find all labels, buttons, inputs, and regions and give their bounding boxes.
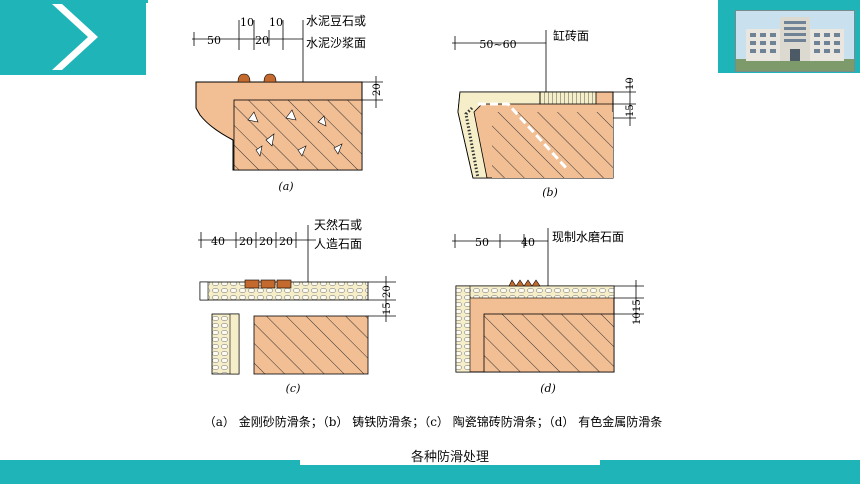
anti-slip-diagram: 50 10 20 10 水泥豆石或 水泥沙浆面 — [148, 0, 718, 460]
c-note-line1: 天然石或 — [314, 217, 362, 232]
c-dim-20-3: 20 — [279, 235, 293, 248]
c-note-line2: 人造石面 — [314, 237, 362, 251]
b-height-15: 15 — [625, 104, 636, 117]
a-dim-50: 50 — [207, 34, 221, 47]
c-height-15: 15 — [382, 302, 393, 315]
left-arrow-decoration — [0, 0, 146, 75]
panel-d: 50 40 现制水磨石面 15 10 (d) — [452, 228, 644, 395]
d-note: 现制水磨石面 — [552, 230, 624, 244]
slide-caption: 各种防滑处理 — [300, 446, 600, 465]
panel-a: 50 10 20 10 水泥豆石或 水泥沙浆面 — [192, 14, 383, 193]
a-note-line1: 水泥豆石或 — [306, 14, 366, 28]
c-height-20: 20 — [382, 285, 393, 298]
a-note-line2: 水泥沙浆面 — [306, 35, 366, 50]
b-panel-label: (b) — [542, 186, 558, 199]
b-dim-50-60: 50~60 — [479, 38, 516, 51]
c-panel-label: (c) — [286, 382, 301, 395]
d-dim-50: 50 — [475, 236, 489, 249]
c-dim-20-1: 20 — [239, 235, 253, 248]
a-panel-label: (a) — [278, 180, 293, 193]
diagram-legend: （a） 金刚砂防滑条；（b） 铸铁防滑条；（c） 陶瓷锦砖防滑条；（d） 有色金… — [204, 414, 663, 429]
a-dim-10-left: 10 — [240, 16, 254, 29]
a-dim-10-right: 10 — [269, 16, 283, 29]
d-panel-label: (d) — [540, 382, 556, 395]
a-dim-20: 20 — [255, 34, 269, 47]
d-dim-40: 40 — [521, 236, 535, 249]
panel-b: 50~60 缸砖面 10 15 (b) — [452, 28, 636, 199]
building-photo — [735, 10, 855, 72]
c-dim-20-2: 20 — [259, 235, 273, 248]
d-height-10: 10 — [632, 312, 643, 325]
a-height-dim: 20 — [372, 83, 383, 96]
c-dim-40: 40 — [211, 235, 225, 248]
b-note: 缸砖面 — [553, 28, 589, 43]
b-height-10: 10 — [625, 77, 636, 90]
panel-c: 40 20 20 20 天然石或 人造石面 20 15 (c) — [198, 217, 396, 395]
d-height-15: 15 — [632, 299, 643, 312]
